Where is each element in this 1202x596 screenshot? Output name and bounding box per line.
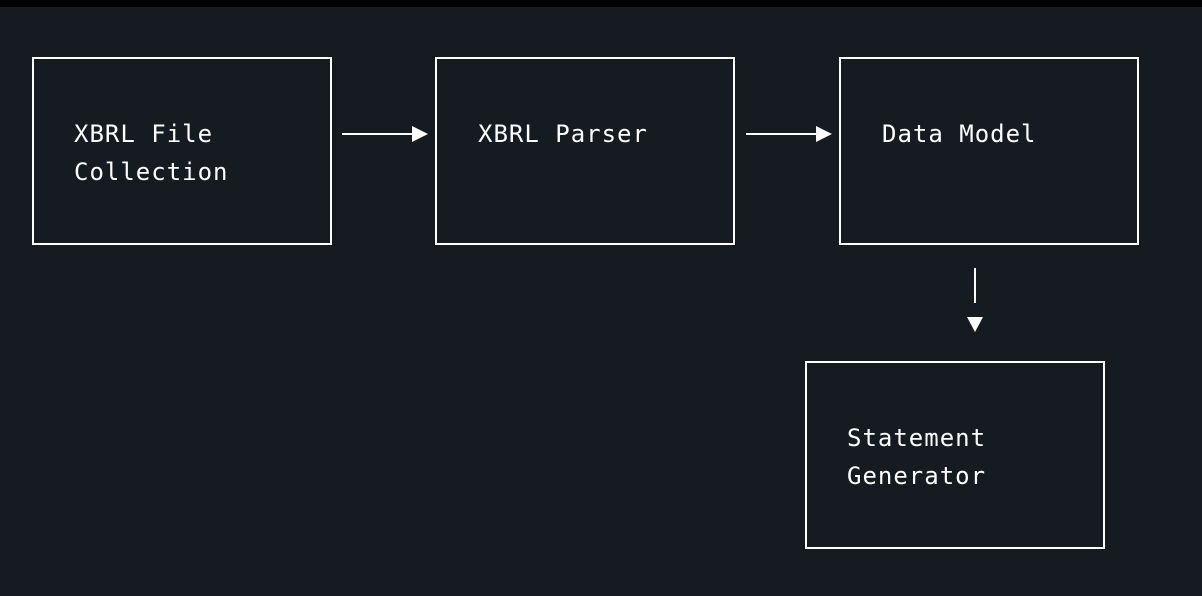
node-label: Data Model <box>882 120 1037 148</box>
diagram-canvas: XBRL File Collection XBRL Parser Data Mo… <box>0 7 1202 596</box>
node-label: XBRL Parser <box>478 120 648 148</box>
node-xbrl-file-collection: XBRL File Collection <box>32 57 332 245</box>
node-label: Statement Generator <box>847 424 987 490</box>
arrow-file-to-parser <box>342 126 428 142</box>
connectors <box>342 126 983 332</box>
node-statement-generator: Statement Generator <box>805 361 1105 549</box>
node-xbrl-parser: XBRL Parser <box>435 57 735 245</box>
node-data-model: Data Model <box>839 57 1139 245</box>
node-label: XBRL File Collection <box>74 120 229 186</box>
arrow-model-to-generator <box>967 268 983 332</box>
arrow-parser-to-model <box>746 126 832 142</box>
